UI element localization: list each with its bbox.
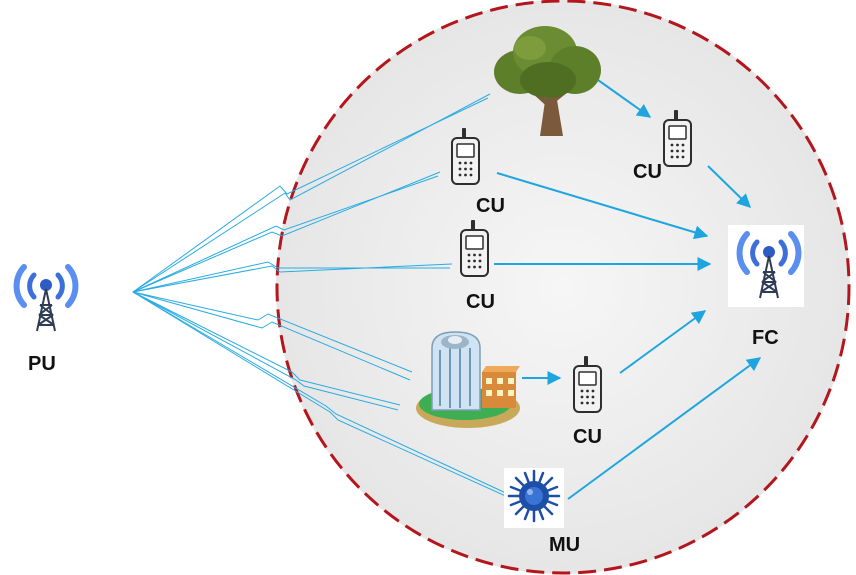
signal-path-to-building-low-echo xyxy=(132,291,399,411)
building-icon xyxy=(416,331,520,428)
report-arrows xyxy=(494,79,762,500)
signal-path-to-building-echo xyxy=(132,291,411,381)
arrow-mu-to-fc xyxy=(567,357,762,500)
cu-upper: CU xyxy=(451,127,505,217)
signal-path-to-building-low xyxy=(132,291,401,406)
cu-upper-label: CU xyxy=(476,195,505,217)
arrow-cu-lower-to-fc xyxy=(619,310,707,374)
pu-label: PU xyxy=(28,353,56,375)
fc-label: FC xyxy=(752,327,779,349)
primary-user: PU xyxy=(17,267,76,375)
signal-path-to-cu-upper-echo xyxy=(132,175,439,293)
cu-top: CU xyxy=(633,109,692,183)
sensing-region-boundary xyxy=(275,0,851,575)
signal-path-to-mu xyxy=(132,291,511,499)
radio-tower-icon xyxy=(17,267,76,331)
sensing-region xyxy=(276,0,850,574)
arrow-tree-to-cu-top xyxy=(597,79,652,118)
cu-top-label: CU xyxy=(633,161,662,183)
signal-path-to-mu-echo xyxy=(132,291,509,495)
virus-icon xyxy=(507,469,561,523)
signal-path-to-building xyxy=(132,291,413,373)
signal-path-to-cu-upper xyxy=(132,171,441,293)
pu-signal-paths xyxy=(132,93,511,499)
cu-lower: CU xyxy=(573,355,602,448)
fusion-center: FC xyxy=(728,225,804,349)
cu-middle: CU xyxy=(460,219,495,313)
malicious-user: MU xyxy=(504,468,580,556)
mu-label: MU xyxy=(549,534,580,556)
arrow-cu-top-to-fc xyxy=(707,165,752,208)
signal-path-to-tree-echo xyxy=(132,97,489,293)
arrow-cu-upper-to-fc xyxy=(496,172,709,240)
cu-lower-label: CU xyxy=(573,426,602,448)
signal-path-to-tree xyxy=(132,93,491,293)
signal-path-to-cu-middle-echo xyxy=(132,261,450,293)
cu-middle-label: CU xyxy=(466,291,495,313)
tree-icon xyxy=(494,26,601,136)
